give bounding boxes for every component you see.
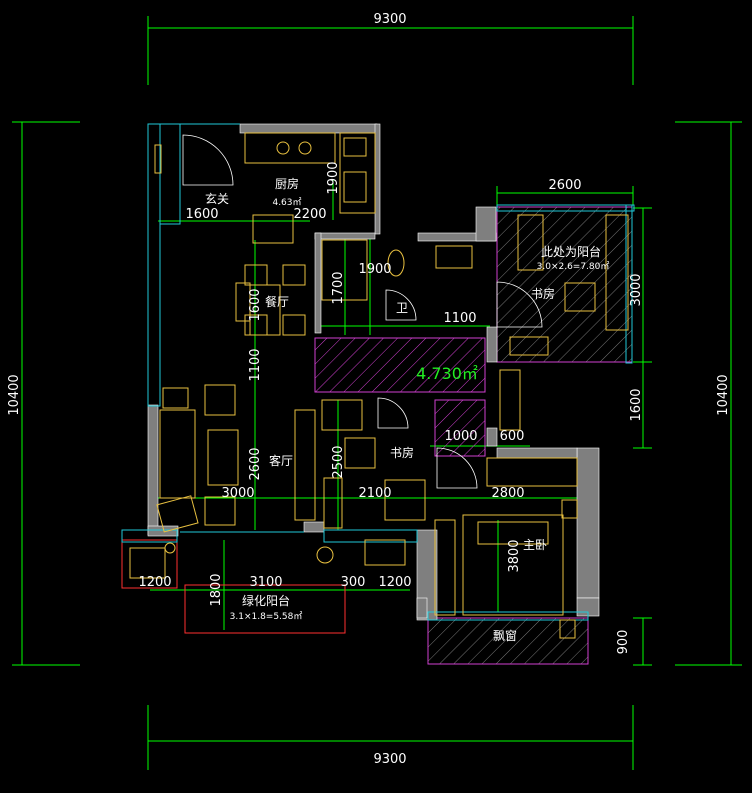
- room-entry: 玄关: [205, 191, 229, 206]
- dim-2800: 2800: [491, 486, 524, 501]
- dim-1900-kitchen: 1900: [326, 161, 341, 194]
- dim-1100-bath: 1100: [443, 311, 476, 326]
- room-kitchen: 厨房: [275, 176, 299, 191]
- dim-right-900: 900: [616, 630, 631, 655]
- dim-1900-bath: 1900: [358, 262, 391, 277]
- room-green-balcony-area: 3.1×1.8=5.58㎡: [230, 611, 303, 622]
- dimension-labels: 9300 9300 10400 10400 3000 1600 900 2600…: [7, 12, 731, 767]
- dim-2100: 2100: [358, 486, 391, 501]
- room-green-balcony: 绿化阳台: [242, 593, 290, 608]
- dim-1800: 1800: [209, 573, 224, 606]
- dim-right-1600: 1600: [629, 388, 644, 421]
- dim-2600-top: 2600: [548, 178, 581, 193]
- dim-right-3000: 3000: [629, 273, 644, 306]
- dim-1100-left: 1100: [248, 348, 263, 381]
- dim-3000-living: 3000: [221, 486, 254, 501]
- room-bay-window: 飘窗: [493, 629, 517, 643]
- dim-1200-left: 1200: [138, 575, 171, 590]
- room-balcony-note: 此处为阳台: [541, 244, 601, 259]
- dim-1200-mid: 1200: [378, 575, 411, 590]
- dim-1600-dining: 1600: [248, 288, 263, 321]
- room-master: 主卧: [523, 538, 547, 552]
- room-study-center: 书房: [390, 445, 414, 460]
- dim-1700: 1700: [331, 271, 346, 304]
- dim-bottom: 9300: [373, 752, 406, 767]
- dim-2600-living: 2600: [248, 447, 263, 480]
- dimension-lines: [12, 16, 742, 770]
- dim-left: 10400: [7, 374, 22, 415]
- dim-600: 600: [500, 429, 525, 444]
- dim-right-total: 10400: [716, 374, 731, 415]
- dim-1000: 1000: [444, 429, 477, 444]
- dim-top: 9300: [373, 12, 406, 27]
- dim-3800: 3800: [507, 539, 522, 572]
- highlight-area-label: 4.730㎡: [416, 364, 478, 383]
- dim-3100: 3100: [249, 575, 282, 590]
- room-labels: 玄关 厨房 4.63㎡ 餐厅 客厅 卫 书房 书房 此处为阳台 3.0×2.6=…: [205, 176, 609, 643]
- windows: [121, 123, 635, 621]
- furniture: [129, 132, 629, 639]
- dim-300: 300: [341, 575, 366, 590]
- room-balcony-note-area: 3.0×2.6=7.80㎡: [537, 261, 610, 272]
- room-kitchen-area: 4.63㎡: [272, 197, 301, 208]
- dim-2200: 2200: [293, 207, 326, 222]
- dim-2500: 2500: [331, 445, 346, 478]
- room-study-right: 书房: [531, 286, 555, 301]
- room-living: 客厅: [269, 453, 293, 468]
- dim-1600-entry: 1600: [185, 207, 218, 222]
- walls: [147, 123, 600, 621]
- room-dining: 餐厅: [265, 294, 289, 309]
- room-bath: 卫: [396, 301, 408, 315]
